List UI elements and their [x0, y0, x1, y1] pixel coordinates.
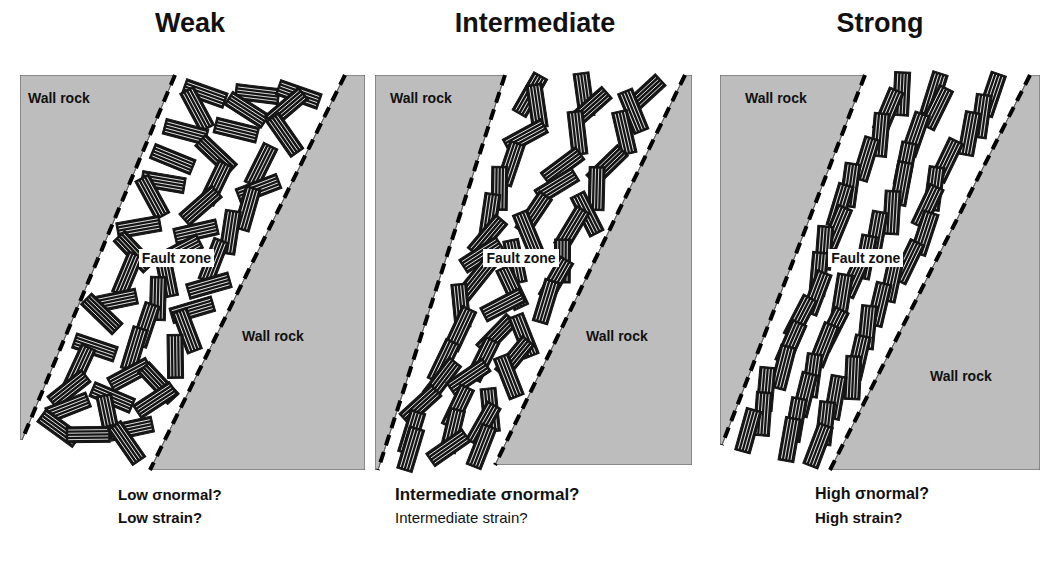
wall-rock-outline	[830, 75, 1040, 470]
clay-particle	[80, 293, 123, 335]
clay-particle	[213, 117, 260, 143]
wall-rock-outline	[375, 75, 505, 470]
rock-label: Wall rock	[930, 368, 992, 384]
clay-particle	[186, 272, 233, 300]
condition-note: Low σnormal?	[118, 486, 222, 503]
clay-particle	[512, 210, 544, 257]
clay-particle	[157, 234, 203, 268]
fault-boundary	[22, 75, 175, 440]
panel-title: Weak	[155, 8, 225, 39]
condition-note: High σnormal?	[815, 485, 929, 503]
label-holder: Intermediate strain?	[395, 509, 528, 526]
clay-particle	[397, 426, 425, 473]
fault-boundary	[830, 75, 1030, 470]
panel-title: Strong	[837, 8, 924, 39]
label-holder: Weak	[155, 8, 225, 39]
zone-label: Fault zone	[483, 249, 558, 267]
clay-particle	[108, 420, 146, 465]
fault-boundary	[495, 75, 685, 465]
clay-particle	[865, 210, 889, 256]
zone-label: Fault zone	[828, 249, 903, 267]
clay-particle	[66, 426, 110, 443]
label-holder: Low σnormal?	[118, 486, 222, 503]
fault-boundary	[722, 75, 865, 445]
rock-label: Wall rock	[28, 90, 90, 106]
fault-boundary-dashes	[722, 75, 865, 445]
clay-particle	[735, 407, 762, 454]
clay-particle	[133, 381, 179, 419]
condition-note: Intermediate σnormal?	[395, 485, 580, 505]
fault-boundary-dashes	[830, 75, 1030, 470]
fault-boundary-dashes	[495, 75, 685, 465]
condition-note: High strain?	[815, 509, 903, 526]
panel-title: Intermediate	[455, 8, 616, 39]
clay-particle	[803, 422, 834, 469]
fault-boundary	[150, 75, 345, 470]
label-holder: Intermediate σnormal?	[395, 485, 580, 505]
rock-label: Wall rock	[242, 328, 304, 344]
wall-rock-outline	[150, 75, 365, 470]
clay-particle	[532, 278, 560, 325]
rock-label: Wall rock	[586, 328, 648, 344]
condition-note: Low strain?	[118, 509, 202, 526]
condition-note: Intermediate strain?	[395, 509, 528, 526]
label-holder: Low strain?	[118, 509, 202, 526]
rock-label: Wall rock	[390, 90, 452, 106]
label-holder: High σnormal?	[815, 485, 929, 503]
label-holder: Intermediate	[455, 8, 616, 39]
fault-boundary	[378, 75, 505, 470]
clay-particle	[426, 429, 471, 467]
clay-particle	[466, 423, 497, 470]
label-holder: Strong	[837, 8, 924, 39]
fault-boundary-dashes	[150, 75, 345, 470]
clay-particle	[167, 334, 184, 378]
clay-particle	[493, 353, 524, 400]
clay-particle	[149, 143, 196, 174]
zone-label: Fault zone	[139, 249, 214, 267]
wall-rock-outline	[495, 75, 692, 465]
clay-particle	[135, 174, 170, 220]
clay-particle	[778, 416, 801, 462]
label-holder: High strain?	[815, 509, 903, 526]
rock-label: Wall rock	[745, 90, 807, 106]
fault-boundary-dashes	[22, 75, 175, 440]
fault-boundary-dashes	[378, 75, 505, 470]
